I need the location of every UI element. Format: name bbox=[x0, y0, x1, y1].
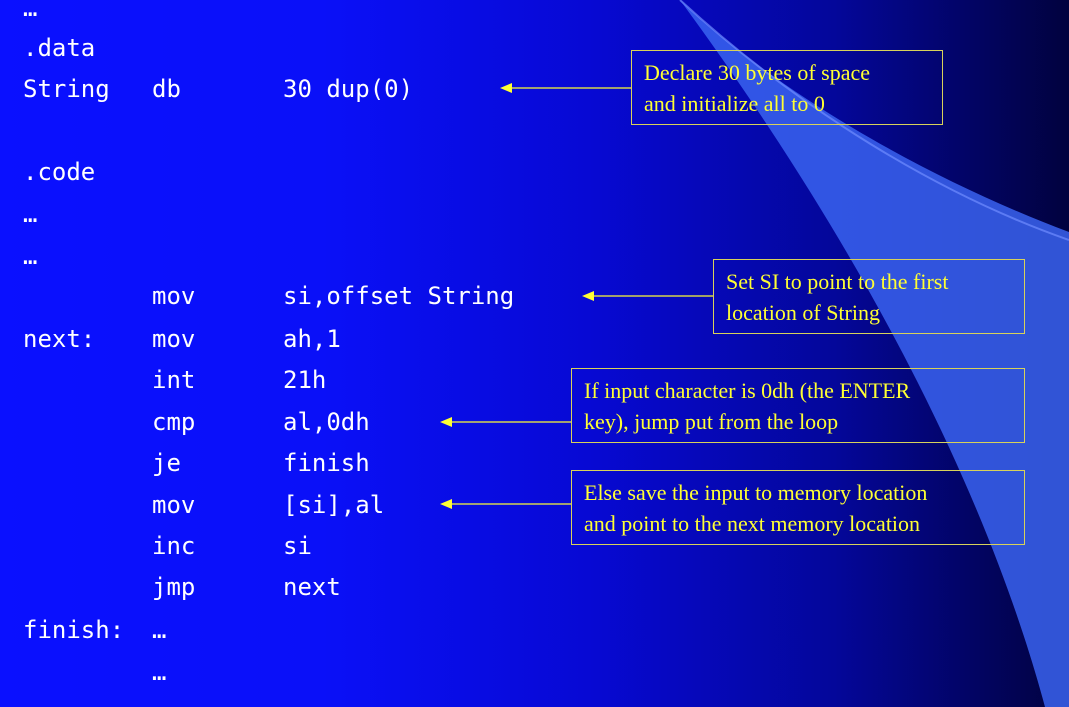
callout-line: Set SI to point to the first bbox=[726, 269, 949, 294]
callout-set-si: Set SI to point to the first location of… bbox=[713, 259, 1025, 334]
code-line: … bbox=[0, 194, 58, 234]
code-line: cmp al,0dh bbox=[0, 402, 370, 442]
code-line: mov [si],al bbox=[0, 485, 384, 525]
code-args: si,offset String bbox=[283, 282, 515, 310]
code-label: finish: bbox=[23, 616, 125, 644]
code-line: … bbox=[0, 652, 166, 692]
code-line bbox=[0, 110, 58, 150]
arrow-to-mov-si bbox=[582, 291, 714, 301]
code-label: next: bbox=[23, 325, 96, 353]
code-line: … bbox=[0, 236, 58, 276]
code-args: ah,1 bbox=[283, 325, 341, 353]
code-args: 30 dup(0) bbox=[283, 75, 414, 103]
callout-line: If input character is 0dh (the ENTER bbox=[584, 378, 911, 403]
code-line: int 21h bbox=[0, 360, 326, 400]
code-line: jmp next bbox=[0, 567, 341, 607]
callout-check-enter: If input character is 0dh (the ENTER key… bbox=[571, 368, 1025, 443]
code-args: 21h bbox=[283, 366, 327, 394]
code-label: .data bbox=[23, 34, 96, 62]
callout-line: and point to the next memory location bbox=[584, 511, 921, 536]
code-op: mov bbox=[152, 282, 196, 310]
code-op: int bbox=[152, 366, 196, 394]
code-op: … bbox=[152, 658, 167, 686]
code-label: … bbox=[23, 200, 38, 228]
code-op: cmp bbox=[152, 408, 196, 436]
arrow-to-cmp bbox=[440, 417, 572, 427]
code-op: … bbox=[152, 616, 167, 644]
arrow-to-mov-store bbox=[440, 499, 572, 509]
code-line: … bbox=[0, 0, 58, 28]
callout-line: Else save the input to memory location bbox=[584, 480, 928, 505]
code-op: db bbox=[152, 75, 181, 103]
code-op: je bbox=[152, 449, 181, 477]
code-label: String bbox=[23, 75, 110, 103]
code-args: al,0dh bbox=[283, 408, 370, 436]
callout-line: Declare 30 bytes of space bbox=[644, 60, 871, 85]
code-op: mov bbox=[152, 491, 196, 519]
code-line: mov si,offset String bbox=[0, 276, 514, 316]
swoosh-shape bbox=[680, 0, 1069, 707]
code-args: finish bbox=[283, 449, 370, 477]
swoosh-highlight bbox=[679, 0, 1069, 241]
code-op: inc bbox=[152, 532, 196, 560]
code-label: … bbox=[23, 0, 38, 22]
code-label: .code bbox=[23, 158, 96, 186]
code-label: … bbox=[23, 242, 38, 270]
code-args: next bbox=[283, 573, 341, 601]
callout-declare: Declare 30 bytes of space and initialize… bbox=[631, 50, 943, 125]
code-op: mov bbox=[152, 325, 196, 353]
code-op: jmp bbox=[152, 573, 196, 601]
code-args: [si],al bbox=[283, 491, 385, 519]
callout-line: key), jump put from the loop bbox=[584, 409, 839, 434]
code-line: inc si bbox=[0, 526, 312, 566]
callout-line: and initialize all to 0 bbox=[644, 91, 825, 116]
code-line: next: mov ah,1 bbox=[0, 319, 341, 359]
code-line: je finish bbox=[0, 443, 370, 483]
arrow-to-string-decl bbox=[500, 83, 632, 93]
callout-save-input: Else save the input to memory location a… bbox=[571, 470, 1025, 545]
code-line: finish: … bbox=[0, 610, 166, 650]
code-line: .data bbox=[0, 28, 95, 68]
code-args: si bbox=[283, 532, 312, 560]
code-line: String db 30 dup(0) bbox=[0, 69, 413, 109]
callout-line: location of String bbox=[726, 300, 880, 325]
code-line: .code bbox=[0, 152, 95, 192]
